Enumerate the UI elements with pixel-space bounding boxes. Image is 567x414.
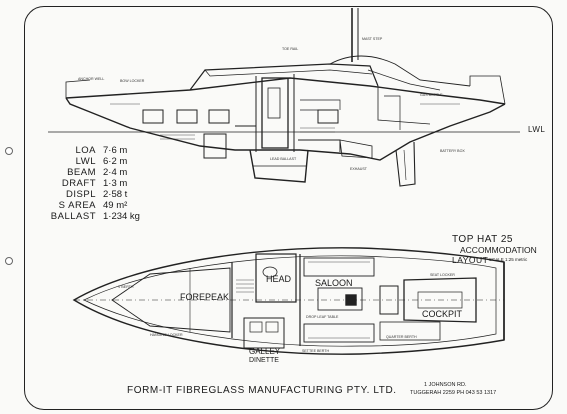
spec-lwl-value: 6·2 m <box>103 156 128 167</box>
drawing-scale: SCALE 1:25 metric <box>489 257 528 262</box>
svg-text:V BERTH: V BERTH <box>118 285 134 289</box>
spec-lwl-label: LWL <box>75 156 96 167</box>
spec-loa-label: LOA <box>75 145 96 156</box>
spec-draft-value: 1·3 m <box>103 178 128 189</box>
svg-text:MAST STEP: MAST STEP <box>362 37 383 41</box>
spec-ballast-value: 1·234 kg <box>103 211 140 222</box>
svg-text:DROP LEAF TABLE: DROP LEAF TABLE <box>306 315 339 319</box>
drawing-border <box>24 6 553 410</box>
drawing-subtitle-accommodation: ACCOMMODATION <box>460 245 537 255</box>
svg-text:QUARTER BERTH: QUARTER BERTH <box>386 335 417 339</box>
spec-beam-label: BEAM <box>67 167 96 178</box>
lwl-label: LWL <box>528 125 546 134</box>
svg-text:LEAD BALLAST: LEAD BALLAST <box>270 157 297 161</box>
plan-label-cockpit: COCKPIT <box>422 309 463 319</box>
svg-text:BOW LOCKER: BOW LOCKER <box>120 79 145 83</box>
spec-beam-value: 2·4 m <box>103 167 128 178</box>
spec-draft-label: DRAFT <box>61 178 96 189</box>
spec-loa-value: 7·6 m <box>103 145 128 156</box>
drawing-title: TOP HAT 25 <box>452 234 513 245</box>
svg-text:SETTEE BERTH: SETTEE BERTH <box>302 349 329 353</box>
company-address-street: 1 JOHNSON RD. <box>424 382 467 388</box>
plan-label-forepeak: FOREPEAK <box>180 292 230 302</box>
svg-text:BATTERY BOX: BATTERY BOX <box>440 149 465 153</box>
svg-text:SEAT LOCKER: SEAT LOCKER <box>430 273 455 277</box>
spec-sail-area-label: S AREA <box>58 200 96 211</box>
spec-displ-value: 2·58 t <box>103 189 128 200</box>
svg-text:HANGING LOCKER: HANGING LOCKER <box>150 333 183 337</box>
plan-label-head: HEAD <box>266 274 292 284</box>
plan-label-dinette: DINETTE <box>249 357 279 364</box>
svg-text:GAS BOTTLE: GAS BOTTLE <box>420 93 443 97</box>
spec-ballast-label: BALLAST <box>50 211 96 222</box>
svg-text:TOE RAIL: TOE RAIL <box>282 47 298 51</box>
company-name: FORM-IT FIBREGLASS MANUFACTURING PTY. LT… <box>127 385 397 396</box>
punch-hole-top <box>5 147 13 155</box>
spec-sail-area-value: 49 m² <box>103 200 128 211</box>
plan-label-galley: GALLEY <box>249 347 281 356</box>
svg-text:ANCHOR WELL: ANCHOR WELL <box>78 77 104 81</box>
company-address-phone: TUGGERAH 2259 PH 043 53 1317 <box>410 390 497 396</box>
svg-text:EXHAUST: EXHAUST <box>350 167 368 171</box>
plan-label-saloon: SALOON <box>315 278 353 288</box>
drawing-subtitle-layout: LAYOUT <box>452 255 489 265</box>
punch-hole-bottom <box>5 257 13 265</box>
spec-displ-label: DISPL <box>66 189 96 200</box>
